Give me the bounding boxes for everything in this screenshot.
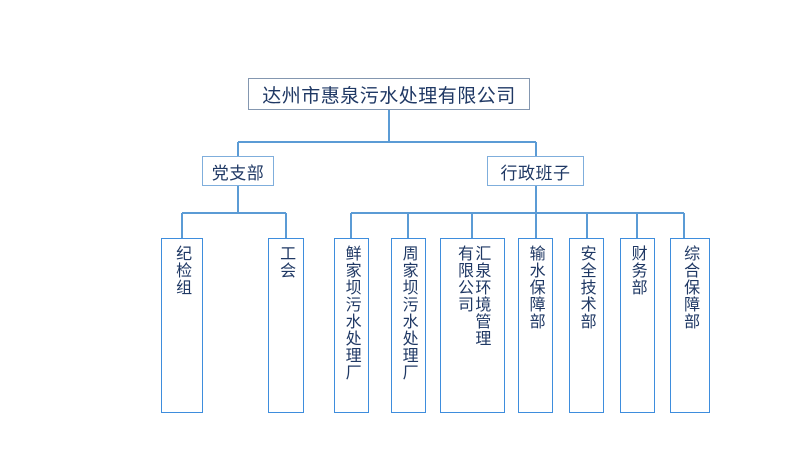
- node-labor-union[interactable]: 工会: [268, 238, 304, 413]
- node-xianjiaba-wastewater-plant[interactable]: 鲜家坝污水处理厂: [334, 238, 369, 413]
- node-huiquan-label-column-1: 汇泉环境管理: [472, 245, 492, 347]
- node-party-branch[interactable]: 党支部: [202, 156, 274, 186]
- node-finance-department-label: 财务部: [628, 245, 648, 296]
- node-water-transmission-department[interactable]: 输水保障部: [518, 238, 553, 413]
- node-zhoujiaba-wastewater-plant[interactable]: 周家坝污水处理厂: [391, 238, 426, 413]
- node-zhoujiaba-wastewater-plant-label: 周家坝污水处理厂: [399, 245, 419, 381]
- node-admin-team[interactable]: 行政班子: [487, 156, 584, 186]
- node-discipline-inspection-group-label: 纪检组: [173, 245, 193, 296]
- node-water-transmission-department-label: 输水保障部: [526, 245, 546, 330]
- node-finance-department[interactable]: 财务部: [620, 238, 655, 413]
- node-huiquan-label-column-2: 有限公司: [455, 245, 474, 313]
- node-huiquan-label-stack: 汇泉环境管理 有限公司: [455, 245, 492, 347]
- node-labor-union-label: 工会: [277, 245, 297, 279]
- node-safety-technology-department[interactable]: 安全技术部: [569, 238, 604, 413]
- node-root-company[interactable]: 达州市惠泉污水处理有限公司: [248, 78, 530, 110]
- node-root-company-label: 达州市惠泉污水处理有限公司: [262, 84, 516, 107]
- node-huiquan-environmental-management-co[interactable]: 汇泉环境管理 有限公司: [440, 238, 505, 413]
- node-discipline-inspection-group[interactable]: 纪检组: [161, 238, 203, 413]
- node-safety-technology-department-label: 安全技术部: [577, 245, 597, 330]
- node-xianjiaba-wastewater-plant-label: 鲜家坝污水处理厂: [342, 245, 362, 381]
- node-party-branch-label: 党支部: [211, 163, 265, 184]
- node-general-support-department-label: 综合保障部: [681, 245, 701, 330]
- node-general-support-department[interactable]: 综合保障部: [670, 238, 710, 413]
- node-admin-team-label: 行政班子: [500, 163, 571, 184]
